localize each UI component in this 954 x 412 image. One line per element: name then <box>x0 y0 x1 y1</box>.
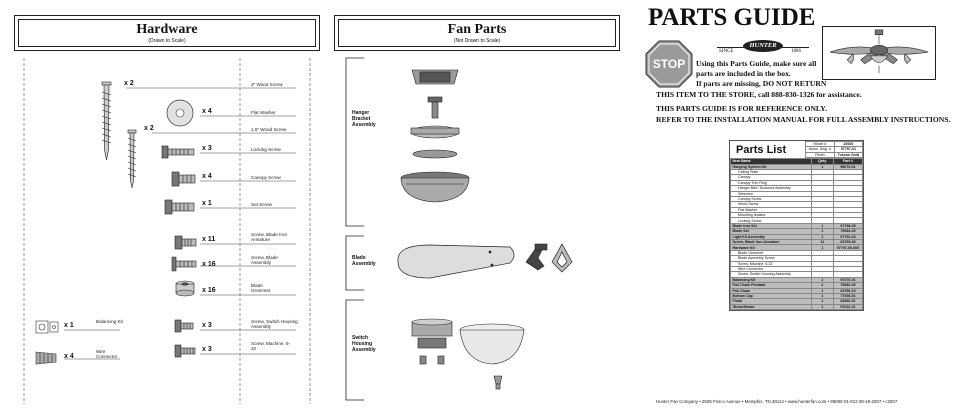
blade-iron-screw-icon <box>174 235 197 250</box>
stop-sign-text: STOP <box>652 57 686 71</box>
note-reference-only: THIS PARTS GUIDE IS FOR REFERENCE ONLY. <box>656 104 827 113</box>
note-call-assistance: THIS ITEM TO THE STORE, call 888-830-132… <box>656 90 862 99</box>
brand-since: SINCE <box>719 49 734 54</box>
qty-blade-iron-screw: x 11 <box>202 236 216 243</box>
canopy-screw-icon <box>171 171 196 187</box>
hardware-subtitle: (Drawn to Scale) <box>148 38 186 44</box>
brand-name: HUNTER <box>743 40 783 52</box>
qty-wire-connector: x 4 <box>64 353 74 360</box>
hardware-header: Hardware (Drawn to Scale) <box>14 15 320 51</box>
downrod-icon <box>427 96 443 119</box>
label-canopy-screw: Canopy Screw <box>251 175 281 180</box>
finial-icon <box>493 375 503 390</box>
brand-year: 1886 <box>791 49 801 54</box>
fan-parts-illustrations <box>345 57 573 401</box>
group-label-hanger-bracket: Hanger Bracket Assembly <box>352 110 376 128</box>
canopy-icon <box>400 171 470 203</box>
canopy-trim-icon <box>410 125 460 159</box>
wire-connector-icon <box>35 351 57 365</box>
blade-iron-icon <box>525 243 548 271</box>
label-wood-screw-1-5in: 1.5" Wood Screw <box>251 127 287 132</box>
footer-text: Hunter Fan Company • 2500 Frisco Avenue … <box>656 399 898 404</box>
pull-chain-pendant-icon <box>419 355 445 365</box>
label-wire-connector: Wire Connector <box>96 349 118 360</box>
table-cell-part: 97022-01 <box>832 303 864 311</box>
label-blade-grommet: Blade Grommet <box>251 283 271 294</box>
label-set-screw: Set Screw <box>251 202 272 207</box>
instruction-line-1: Using this Parts Guide, make sure all <box>696 59 817 68</box>
label-locking-screw: Locking Screw <box>251 147 281 152</box>
label-flat-washer: Flat Washer <box>251 110 276 115</box>
meta-key: Finish <box>804 151 835 159</box>
qty-locking-screw: x 3 <box>202 145 212 152</box>
instruction-line-3: If parts are missing, DO NOT RETURN <box>696 79 827 88</box>
qty-flat-washer: x 4 <box>202 108 212 115</box>
table-cell-name: Globe/Shade <box>730 303 812 311</box>
wood-screw-3in-icon <box>101 81 112 161</box>
fan-blade-icon <box>397 244 515 279</box>
locking-screw-icon <box>161 145 195 159</box>
hardware-illustrations <box>23 58 311 404</box>
instruction-text: Using this Parts Guide, make sure all pa… <box>696 59 826 89</box>
instruction-line-2: parts are included in the box. <box>696 69 791 78</box>
blade-assembly-screw-icon <box>171 256 197 272</box>
blade-grommet-icon <box>175 280 195 297</box>
label-blade-assembly-screw: Screw, Blade Assembly <box>251 255 278 266</box>
qty-machine-screw: x 3 <box>202 346 212 353</box>
group-label-switch-housing: Switch Housing Assembly <box>352 335 376 353</box>
qty-wood-screw-1-5in: x 2 <box>144 125 154 132</box>
fan-parts-title: Fan Parts <box>447 22 507 37</box>
label-machine-screw: Screw, Machine, 6-32 <box>251 341 291 352</box>
qty-blade-grommet: x 16 <box>202 287 216 294</box>
ceiling-plate-icon <box>411 69 459 85</box>
light-fitter-icon <box>551 243 573 273</box>
qty-set-screw: x 1 <box>202 200 212 207</box>
fan-parts-header: Fan Parts (Not Drawn to Scale) <box>334 15 620 51</box>
qty-balancing-kit: x 1 <box>64 322 74 329</box>
switch-housing-icon <box>411 318 453 349</box>
qty-wood-screw-3in: x 2 <box>124 80 134 87</box>
wood-screw-1-5in-icon <box>127 129 137 189</box>
hunter-logo: HUNTER SINCE 1886 <box>717 37 809 57</box>
set-screw-icon <box>164 199 195 215</box>
label-blade-iron-screw: Screw, Blade Iron Armature <box>251 232 288 243</box>
label-wood-screw-3in: 3" Wood Screw <box>251 82 283 87</box>
balancing-kit-icon <box>35 320 59 334</box>
meta-key: Assm. Dwg. # <box>804 146 835 153</box>
qty-switch-housing-screw: x 3 <box>202 322 212 329</box>
glass-globe-icon <box>459 323 525 365</box>
table-cell-part: 97797-00-060 <box>832 244 864 251</box>
parts-guide-title: PARTS GUIDE <box>648 4 816 31</box>
note-refer-manual: REFER TO THE INSTALLATION MANUAL FOR FUL… <box>656 115 951 124</box>
qty-canopy-screw: x 4 <box>202 173 212 180</box>
group-label-blade-assembly: Blade Assembly <box>352 255 376 267</box>
meta-value: Tuscan Gold <box>833 151 864 159</box>
hardware-title: Hardware <box>136 22 198 37</box>
flat-washer-icon <box>166 99 194 127</box>
machine-screw-icon <box>174 344 196 358</box>
qty-blade-assembly-screw: x 16 <box>202 261 216 268</box>
table-cell-qty: 1 <box>810 303 834 311</box>
parts-list-title: Parts List <box>736 144 787 156</box>
ceiling-fan-illustration <box>822 26 936 80</box>
stop-sign-icon <box>645 40 693 88</box>
fan-parts-subtitle: (Not Drawn to Scale) <box>453 38 501 44</box>
switch-housing-screw-icon <box>174 319 194 333</box>
label-switch-housing-screw: Screw, Switch Housing Assembly <box>251 319 298 330</box>
label-balancing-kit: Balancing Kit <box>96 319 123 324</box>
